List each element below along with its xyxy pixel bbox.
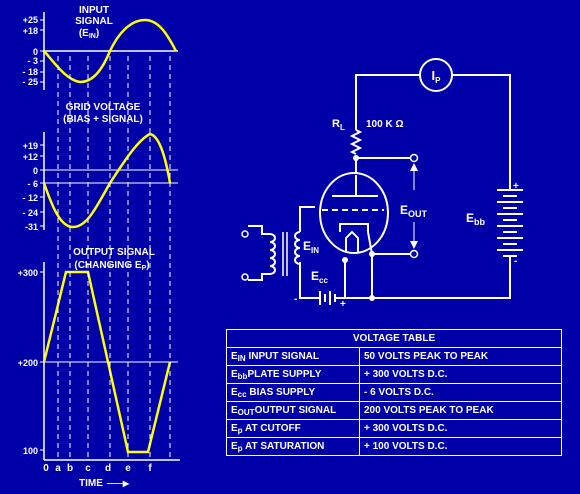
grid-waveform [42, 132, 172, 229]
table-cell-label: Ep AT SATURATION [226, 437, 360, 456]
input-terminal [241, 273, 249, 281]
tube-heater [345, 230, 359, 252]
table-row: Ep AT CUTOFF + 300 VOLTS D.C. [226, 419, 562, 438]
tube-envelope [319, 172, 389, 254]
rl-value: 100 K Ω [366, 119, 403, 130]
voltage-table-title: VOLTAGE TABLE [226, 329, 562, 348]
bias-minus-label: - [294, 294, 297, 305]
time-tick-label: d [105, 463, 111, 474]
grid-bias-battery: - + [294, 291, 346, 310]
time-axis-label: TIME——▶ [79, 478, 130, 489]
grid-title-line1: GRID VOLTAGE [66, 102, 141, 113]
output-tick-marks [40, 271, 44, 451]
time-markers [57, 56, 171, 460]
time-tick-label: c [85, 463, 91, 474]
input-tick-label: - 3 [27, 56, 38, 66]
input-tick-label: 0 [33, 47, 38, 57]
table-cell-value: + 300 VOLTS D.C. [359, 419, 562, 438]
input-transformer [241, 225, 301, 281]
grid-tick-label: - 12 [22, 193, 38, 203]
time-tick-label: a [55, 463, 61, 474]
input-tick-label: - 25 [22, 77, 38, 87]
table-row: EbbPLATE SUPPLY + 300 VOLTS D.C. [226, 365, 562, 384]
output-tick-label: +300 [18, 268, 38, 278]
voltage-table: VOLTAGE TABLE EIN INPUT SIGNAL 50 VOLTS … [226, 329, 562, 456]
output-waveform [42, 270, 172, 454]
output-signal-graph: OUTPUT SIGNAL (CHANGING EP) +300 +200 10… [18, 247, 180, 489]
table-cell-value: - 6 VOLTS D.C. [359, 383, 562, 402]
time-tick-labels: 0 a b c d e f [43, 463, 152, 474]
input-tick-label: - 18 [22, 67, 38, 77]
table-cell-label: Ecc BIAS SUPPLY [226, 383, 360, 402]
time-tick-label: b [67, 463, 73, 474]
table-cell-label: EbbPLATE SUPPLY [226, 365, 360, 384]
ein-label: EIN [303, 239, 319, 255]
input-signal-graph: INPUT SIGNAL (EIN) +25 +18 0 - 3 - 18 - … [22, 5, 178, 90]
table-row: EOUTOUTPUT SIGNAL 200 VOLTS PEAK TO PEAK [226, 401, 562, 420]
input-tick-label: +25 [23, 15, 38, 25]
plate-current-meter: IP [419, 58, 453, 92]
table-row: EIN INPUT SIGNAL 50 VOLTS PEAK TO PEAK [226, 347, 562, 366]
plate-battery: + - [497, 180, 523, 267]
table-cell-value: + 300 VOLTS D.C. [359, 365, 562, 384]
meter-icon [419, 58, 453, 92]
transformer-secondary [294, 231, 301, 265]
input-title-line2: SIGNAL [75, 16, 113, 27]
grid-voltage-graph: GRID VOLTAGE (BIAS + SIGNAL) +19 +12 0 -… [22, 102, 178, 232]
table-cell-value: + 100 VOLTS D.C. [359, 437, 562, 456]
battery-plus-label: + [513, 181, 519, 192]
junction-dots [342, 155, 375, 301]
time-tick-label: e [125, 463, 131, 474]
input-tick-marks [40, 19, 44, 83]
vacuum-tube-triode [319, 172, 389, 255]
table-cell-label: EIN INPUT SIGNAL [226, 347, 360, 366]
time-tick-label: f [148, 463, 152, 474]
input-terminal [241, 230, 249, 238]
battery-minus-label: - [514, 256, 517, 267]
input-title-line1: INPUT [79, 5, 109, 16]
grid-tick-label: +12 [23, 152, 38, 162]
output-tick-label: +200 [18, 358, 38, 368]
input-tick-label: +18 [23, 26, 38, 36]
output-terminals [409, 153, 419, 259]
input-waveform [43, 18, 178, 84]
grid-tick-label: 0 [33, 166, 38, 176]
bias-plus-label: + [340, 299, 346, 310]
table-cell-value: 50 VOLTS PEAK TO PEAK [359, 347, 562, 366]
ebb-label: Ebb [466, 211, 486, 227]
grid-tick-marks [40, 144, 44, 227]
table-row: Ecc BIAS SUPPLY - 6 VOLTS D.C. [226, 383, 562, 402]
table-cell-label: EOUTOUTPUT SIGNAL [226, 401, 360, 420]
table-cell-label: Ep AT CUTOFF [226, 419, 360, 438]
output-title-line1: OUTPUT SIGNAL [73, 247, 155, 258]
grid-tick-label: - 6 [27, 179, 38, 189]
grid-title-line2: (BIAS + SIGNAL) [63, 114, 143, 125]
time-tick-label: 0 [43, 463, 49, 474]
rl-label: RL [332, 118, 345, 132]
grid-tick-label: +19 [23, 141, 38, 151]
circuit-wires [299, 74, 511, 299]
eout-label: EOUT [400, 203, 428, 219]
input-title-line3: (EIN) [79, 28, 99, 40]
output-title-line2: (CHANGING EP) [74, 260, 149, 272]
grid-tick-label: -31 [25, 222, 38, 232]
output-tick-label: 100 [23, 446, 38, 456]
table-row: Ep AT SATURATION + 100 VOLTS D.C. [226, 437, 562, 456]
ecc-label: Ecc [311, 269, 328, 285]
tube-cathode [339, 223, 369, 232]
grid-tick-label: - 24 [22, 208, 38, 218]
transformer-primary [269, 233, 276, 275]
plate-resistor-symbol [349, 129, 363, 155]
table-cell-value: 200 VOLTS PEAK TO PEAK [359, 401, 562, 420]
meter-label: IP [432, 68, 442, 85]
